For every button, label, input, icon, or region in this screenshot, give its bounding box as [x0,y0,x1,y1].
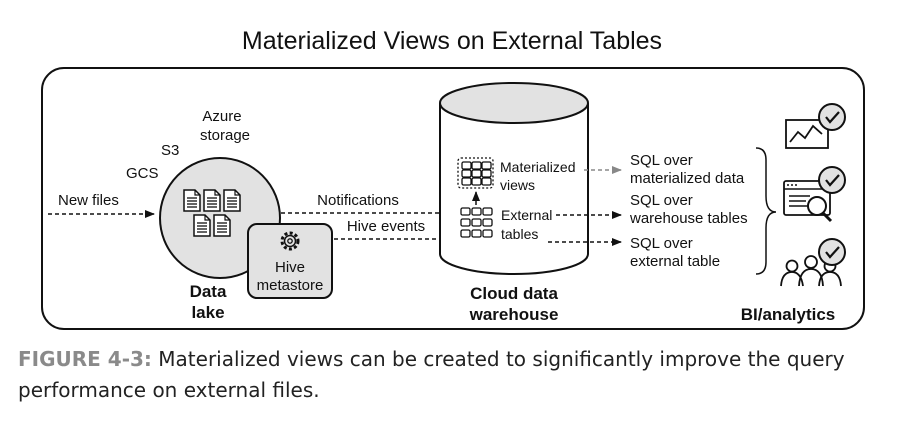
check-icon-3 [817,237,847,267]
check-icon-1 [817,102,847,132]
check-icon-2 [817,165,847,195]
s3-label: S3 [161,142,179,159]
diagram-title: Materialized Views on External Tables [242,27,662,55]
sql-warehouse-line2: warehouse tables [629,210,748,227]
external-tables-icon [460,207,493,238]
data-lake-label-line2: lake [191,303,224,322]
sql-external-line1: SQL over [630,235,693,252]
gear-icon [280,231,300,251]
figure-label: FIGURE 4-3: [18,347,152,371]
new-files-label: New files [58,192,119,209]
sql-materialized-line2: materialized data [630,170,745,187]
cloud-data-warehouse-label-line2: warehouse [469,305,559,324]
data-lake-label-line1: Data [190,282,227,301]
caption-text: Materialized views can be created to sig… [18,347,845,402]
cloud-data-warehouse-label-line1: Cloud data [470,284,558,303]
outer-frame [41,67,865,330]
sql-external-line2: external table [630,253,720,270]
hive-metastore-box [247,223,333,299]
external-tables-label-line1: External [501,207,552,223]
hive-label-line2: metastore [257,277,324,294]
report-search-icon [783,180,833,223]
gcs-label: GCS [126,165,159,182]
sql-materialized-line1: SQL over [630,152,693,169]
notifications-label: Notifications [317,192,399,209]
sql-warehouse-line1: SQL over [630,192,693,209]
azure-label-line2: storage [200,127,250,144]
materialized-views-label-line2: views [500,177,535,193]
materialized-views-label-line1: Materialized [500,159,575,175]
external-tables-label-line2: tables [501,226,538,242]
grouping-brace [755,147,777,275]
figure-caption: FIGURE 4-3: Materialized views can be cr… [18,344,878,406]
hive-label-line1: Hive [275,259,305,276]
materialized-views-icon [457,157,494,189]
azure-label-line1: Azure [202,108,241,125]
bi-analytics-label: BI/analytics [741,305,836,324]
hive-events-label: Hive events [347,218,425,235]
